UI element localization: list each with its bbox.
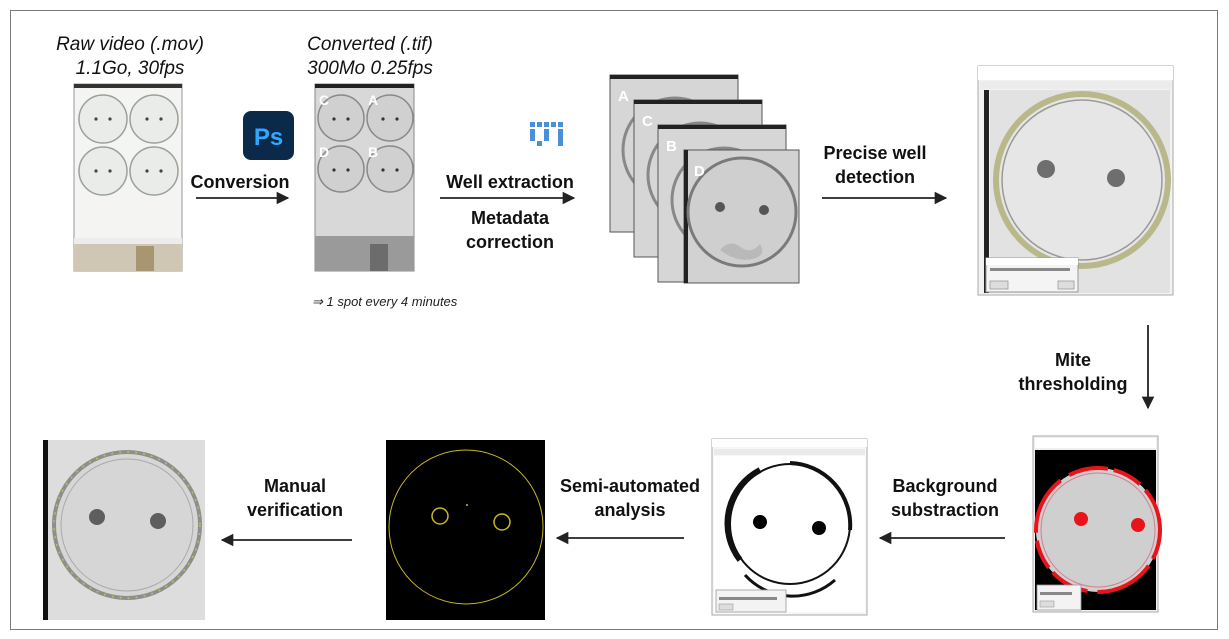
stack-letter-d: D — [694, 163, 705, 180]
raw-video-subtitle: 1.1Go, 30fps — [75, 58, 185, 79]
fiji-icon — [530, 122, 563, 146]
photoshop-logo-text: Ps — [254, 124, 283, 151]
raw-video-title: Raw video (.mov) — [56, 34, 204, 55]
well-letter-d: D — [319, 144, 329, 160]
semi-automated-output — [386, 440, 545, 620]
photoshop-icon: Ps — [243, 111, 294, 160]
pipeline-arrows — [196, 191, 1155, 547]
extracted-well-stack: A C B D — [609, 74, 800, 284]
well-letter-a: A — [368, 92, 378, 108]
manual-label-1: Manual — [263, 476, 326, 496]
stack-letter-b: B — [666, 138, 677, 155]
mite-threshold-window — [1032, 435, 1162, 613]
semi-label-2: analysis — [594, 500, 666, 520]
precise-label-2: detection — [834, 167, 915, 187]
well-letter-b: B — [368, 144, 378, 160]
stack-letter-c: C — [642, 113, 653, 130]
background-label-2: substraction — [890, 500, 1000, 520]
mite-label-1: Mite — [1055, 350, 1091, 370]
manual-verification-image — [43, 440, 205, 620]
stack-letter-a: A — [618, 88, 629, 105]
semi-label-1: Semi-automated — [559, 476, 701, 496]
converted-subtitle: 300Mo 0.25fps — [307, 58, 433, 79]
stack-card-d — [683, 149, 800, 284]
manual-label-2: verification — [246, 500, 344, 520]
background-subtraction-window — [711, 438, 868, 616]
background-label-1: Background — [892, 476, 998, 496]
precise-detection-window — [977, 65, 1174, 296]
well-letter-c: C — [319, 92, 329, 108]
figure-frame — [10, 10, 1218, 630]
mite-label-2: thresholding — [1018, 374, 1128, 394]
metadata-label-2: correction — [465, 232, 555, 252]
well-extraction-label: Well extraction — [446, 172, 574, 192]
conversion-label: Conversion — [190, 172, 290, 192]
converted-tif-frame: C A D B — [314, 83, 415, 272]
raw-video-frame — [73, 83, 183, 272]
converted-title: Converted (.tif) — [307, 34, 433, 55]
precise-label-1: Precise well — [823, 143, 927, 163]
spot-frequency-note: ⇒ 1 spot every 4 minutes — [312, 294, 458, 309]
metadata-label-1: Metadata — [470, 208, 550, 228]
